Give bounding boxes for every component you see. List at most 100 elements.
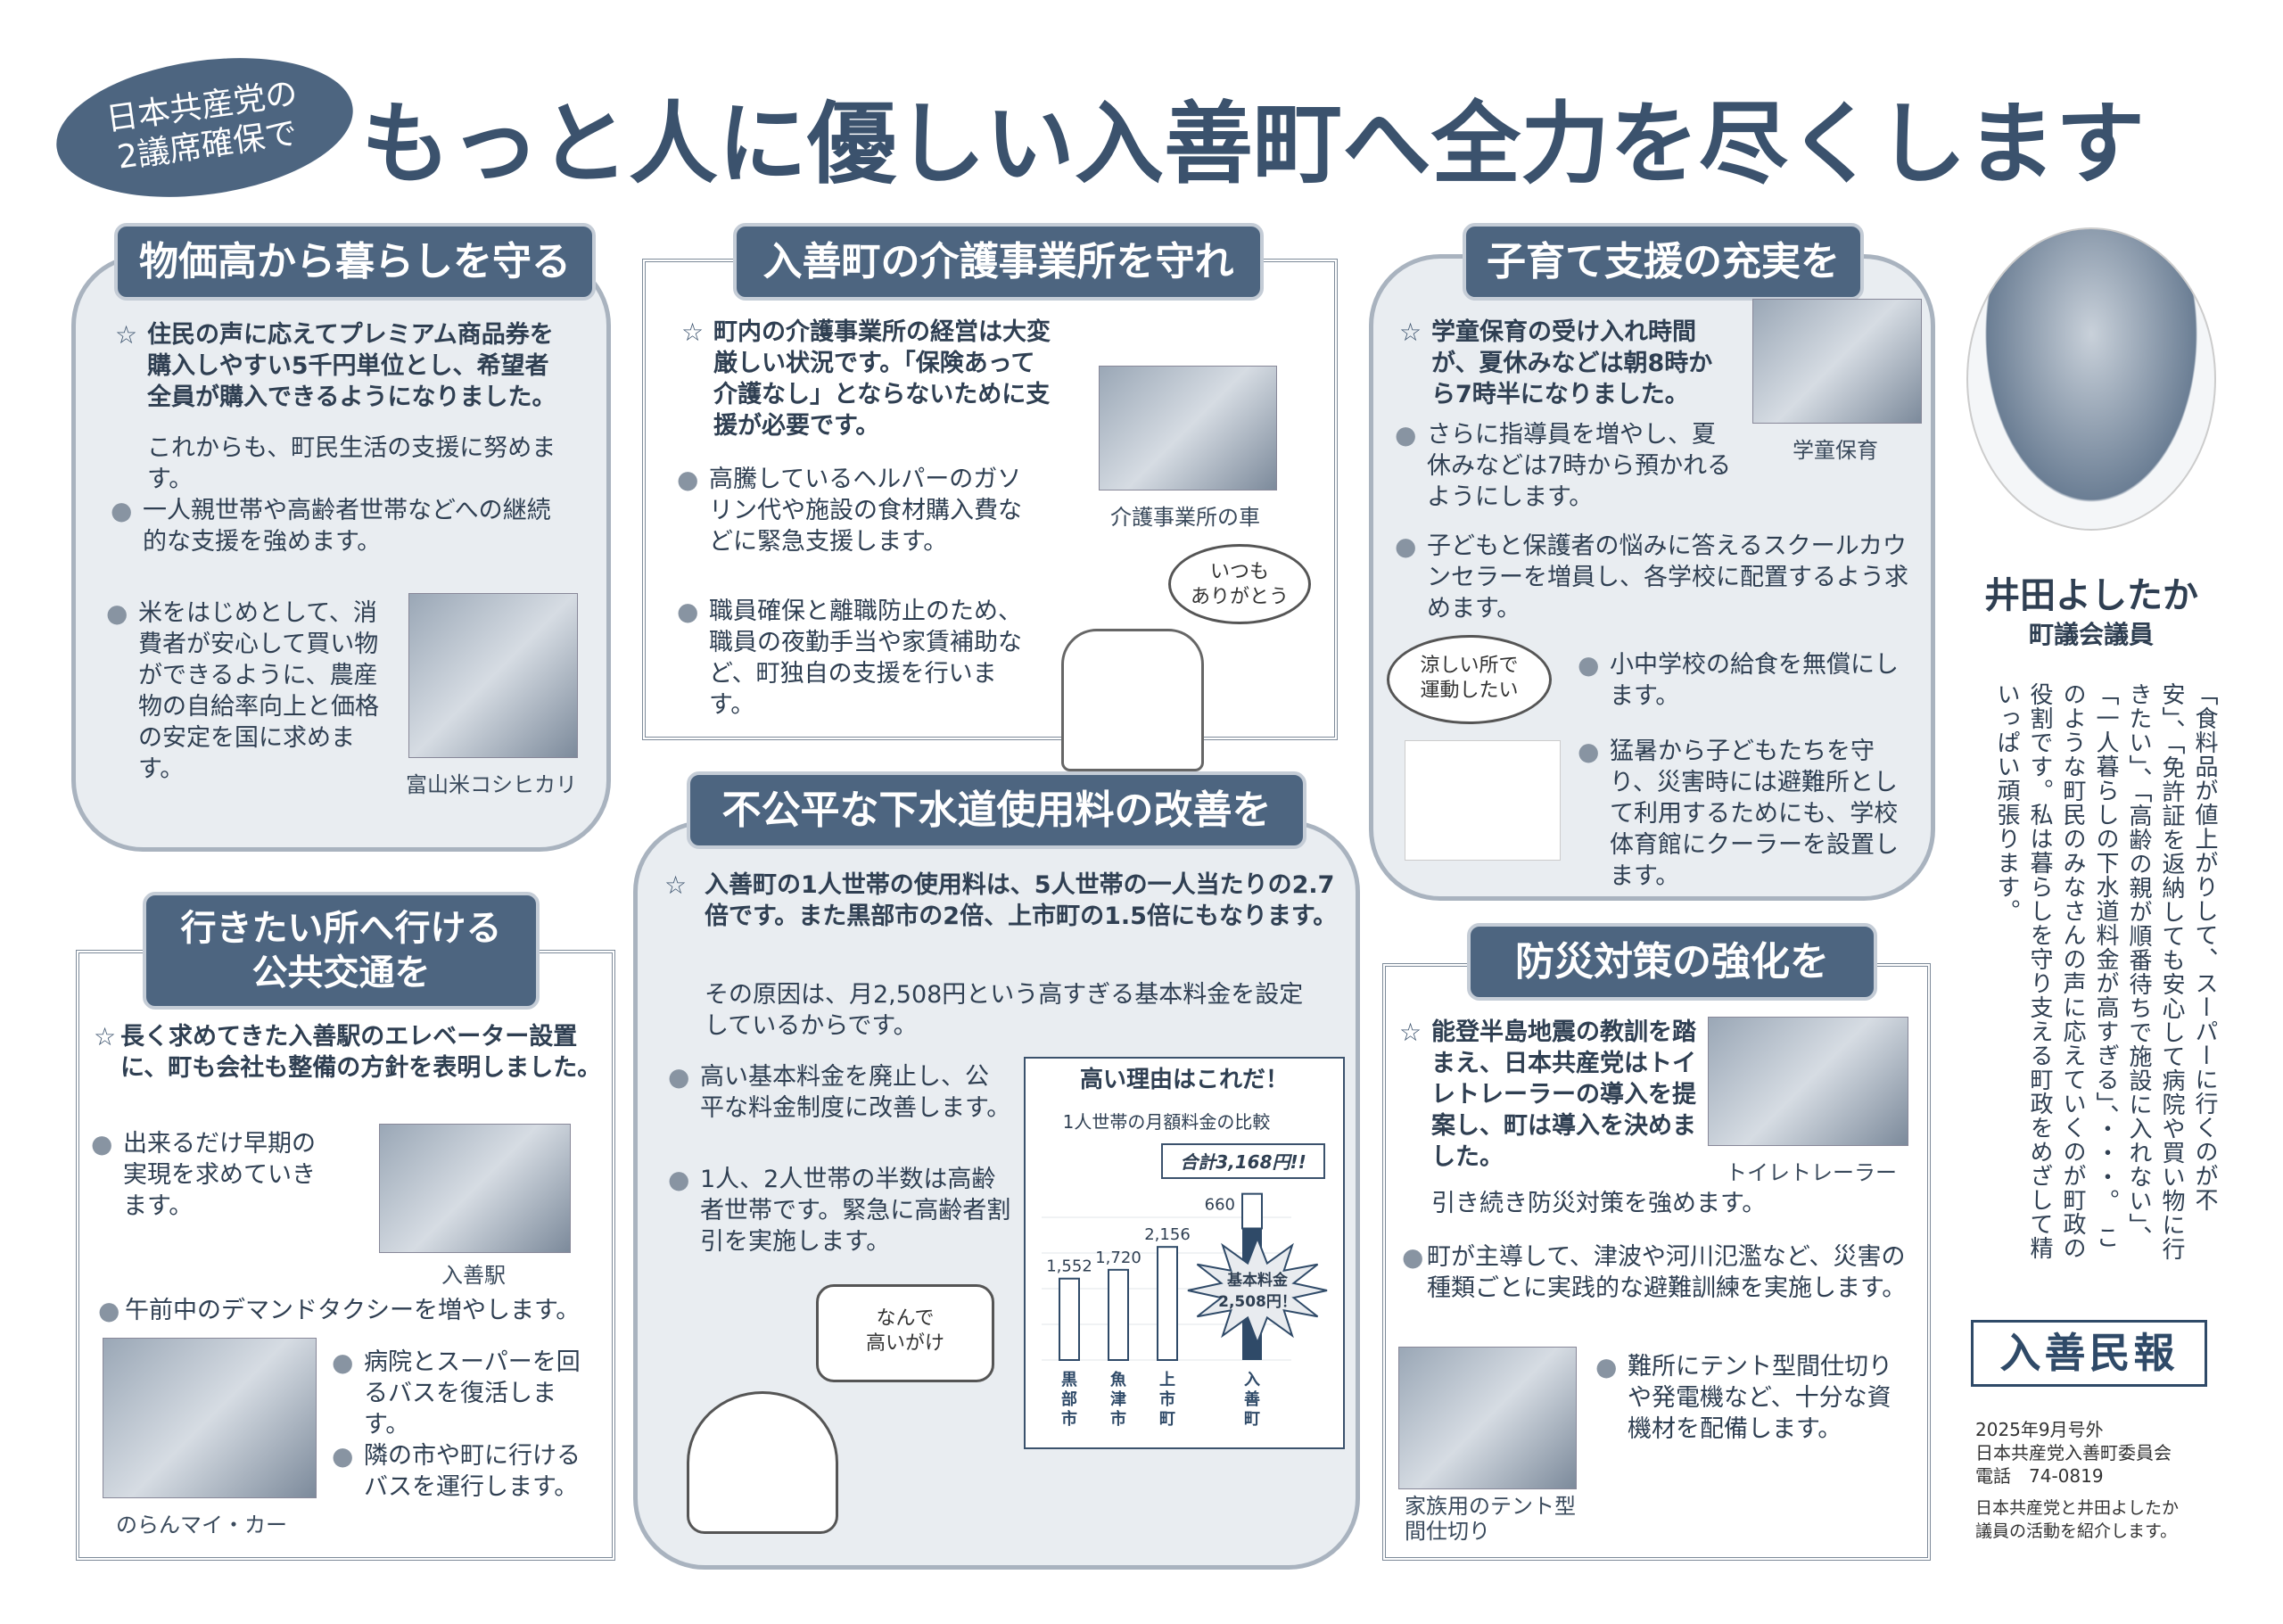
- care-item-1: ☆町内の介護事業所の経営は大変厳しい状況です。「保険あって介護なし」とならないた…: [681, 317, 1051, 440]
- bus-caption: のらんマイ・カー: [116, 1513, 287, 1537]
- total-box: [1161, 1143, 1325, 1179]
- transit-item-2: ●出来るだけ早期の実現を求めていきます。: [91, 1129, 316, 1220]
- publisher: 日本共産党入善町委員会: [1975, 1442, 2172, 1463]
- category-label: 入: [1244, 1371, 1260, 1389]
- transit-item-4: ●病院とスーパーを回るバスを復活します。: [332, 1348, 581, 1439]
- child-item-2: ●さらに指導員を増やし、夏休みなどは7時から預かれるようにします。: [1395, 420, 1732, 511]
- page-title: もっと人に優しい入善町へ全力を尽くします: [361, 92, 2145, 196]
- care-car-caption: 介護事業所の車: [1110, 505, 1260, 530]
- tent-photo: [1398, 1347, 1577, 1489]
- category-label: 部: [1061, 1389, 1077, 1409]
- star-icon: ☆: [664, 870, 688, 900]
- category-label: 善: [1244, 1389, 1260, 1409]
- bullet-icon: ●: [668, 1062, 690, 1092]
- category-label: 津: [1110, 1389, 1126, 1409]
- bar-value-label: 2,156: [1144, 1225, 1191, 1244]
- thanks-bubble: いつも ありがとう: [1168, 544, 1311, 624]
- issue-date: 2025年9月号外: [1975, 1419, 2104, 1440]
- children-illustration: [1405, 740, 1561, 861]
- bus-photo: [103, 1338, 317, 1498]
- disaster-item-3: ●町が主導して、津波や河川氾濫など、災害の種類ごとに実践的な避難訓練を実施します…: [1402, 1242, 1907, 1302]
- transit-heading: 行きたい所へ行ける 公共交通を: [143, 892, 540, 1010]
- rice-photo: [408, 593, 578, 758]
- burst-shape: [1187, 1235, 1328, 1346]
- category-label: 上: [1159, 1371, 1175, 1389]
- badge-text: 日本共産党の 2議席確保で: [103, 75, 301, 177]
- afterschool-caption: 学童保育: [1793, 438, 1878, 463]
- care-item-2: ●高騰しているヘルパーのガソリン代や施設の食材購入費などに緊急支援します。: [677, 465, 1022, 556]
- trailer-photo: [1708, 1017, 1908, 1146]
- bullet-icon: ●: [106, 598, 128, 628]
- transit-item-5: ●隣の市や町に行けるバスを運行します。: [332, 1441, 581, 1501]
- bullet-icon: ●: [332, 1348, 354, 1377]
- bar-usage-fee: [1241, 1192, 1263, 1230]
- newsletter-logo: 入善民報: [1971, 1320, 2207, 1387]
- sewer-heading: 不公平な下水道使用料の改善を: [687, 771, 1306, 849]
- total-label: 合計3,168円!!: [1180, 1151, 1306, 1173]
- prices-heading: 物価高から暮らしを守る: [114, 223, 596, 301]
- tent-caption: 家族用のテント型 間仕切り: [1405, 1494, 1576, 1544]
- category-label: 市: [1061, 1409, 1077, 1429]
- care-car-photo: [1099, 366, 1277, 490]
- why-bubble: なんで 高いがけ: [816, 1284, 994, 1382]
- station-photo: [379, 1124, 571, 1253]
- child-item-5: ●猛暑から子どもたちを守り、災害時には避難所として利用するためにも、学校体育館に…: [1578, 737, 1899, 890]
- candidate-photo: [1966, 227, 2216, 531]
- bullet-icon: ●: [677, 465, 699, 494]
- transit-item-3: ●午前中のデマンドタクシーを増やします。: [98, 1296, 581, 1325]
- star-icon: ☆: [681, 317, 705, 347]
- caregiver-illustration: [1061, 629, 1204, 771]
- category-label: 黒: [1061, 1371, 1077, 1389]
- burst-label: 基本料金: [1226, 1271, 1289, 1290]
- bullet-icon: ●: [1578, 650, 1600, 680]
- bullet-icon: ●: [1395, 420, 1417, 449]
- star-icon: ☆: [94, 1022, 117, 1051]
- care-panel: [642, 259, 1338, 740]
- disaster-item-1: ☆能登半島地震の教訓を踏まえ、日本共産党はトイレトレーラーの導入を提案し、町は導…: [1399, 1018, 1696, 1171]
- prices-item-2: これからも、町民生活の支援に努めます。: [147, 434, 556, 493]
- bullet-icon: ●: [668, 1165, 690, 1194]
- category-label: 魚: [1110, 1370, 1126, 1389]
- bullet-icon: ●: [91, 1129, 113, 1158]
- rice-caption: 富山米コシヒカリ: [406, 772, 577, 797]
- bullet-icon: ●: [332, 1441, 354, 1471]
- star-icon: ☆: [1399, 317, 1422, 347]
- bar-value-label: 1,720: [1095, 1249, 1142, 1267]
- care-heading: 入善町の介護事業所を守れ: [733, 223, 1264, 301]
- bar-value-label: 1,552: [1046, 1257, 1092, 1276]
- chart-subtitle: 1人世帯の月額料金の比較: [1063, 1111, 1271, 1133]
- child-item-1: ☆学童保育の受け入れ時間が、夏休みなどは朝8時から7時半になりました。: [1399, 317, 1713, 408]
- bullet-icon: ●: [1395, 532, 1417, 561]
- care-item-3: ●職員確保と離職防止のため、職員の夜勤手当や家賃補助など、町独自の支援を行います…: [677, 597, 1022, 719]
- bullet-icon: ●: [1402, 1242, 1424, 1272]
- chart-title: 高い理由はこれだ！: [1080, 1066, 1289, 1093]
- category-label: 市: [1159, 1389, 1175, 1409]
- category-label: 市: [1110, 1409, 1126, 1429]
- burst-value: 2,508円！: [1218, 1293, 1297, 1311]
- candidate-role: 町議会議員: [2028, 620, 2154, 649]
- afterschool-photo: [1752, 299, 1922, 424]
- child-item-3: ●子どもと保護者の悩みに答えるスクールカウンセラーを増員し、各学校に配置するよう…: [1395, 532, 1908, 622]
- trailer-caption: トイレトレーラー: [1726, 1160, 1897, 1185]
- bar-value-label: 660: [1205, 1196, 1235, 1215]
- category-label: 町: [1244, 1410, 1260, 1429]
- disaster-item-4: ●難所にテント型間仕切りや発電機など、十分な資機材を配備します。: [1595, 1352, 1892, 1443]
- child-item-4: ●小中学校の給食を無償にします。: [1578, 650, 1899, 710]
- party-badge: 日本共産党の 2議席確保で: [47, 40, 362, 215]
- cool-bubble: 涼しい所で 運動したい: [1387, 635, 1552, 724]
- footer-note: 日本共産党と井田よしたか 議員の活動を紹介します。: [1975, 1498, 2180, 1541]
- child-heading: 子育て支援の充実を: [1463, 223, 1864, 301]
- bullet-icon: ●: [98, 1296, 120, 1325]
- prices-item-3: ●一人親世帯や高齢者世帯などへの継続的な支援を強めます。: [111, 496, 551, 556]
- bullet-icon: ●: [1595, 1352, 1618, 1381]
- bullet-icon: ●: [1578, 737, 1600, 766]
- bar-usage-fee: [1108, 1268, 1129, 1361]
- prices-item-4: ●米をはじめとして、消費者が安心して買い物ができるように、農産物の自給率向上と価…: [106, 598, 379, 783]
- sewer-fee-chart: 高い理由はこれだ！ 1人世帯の月額料金の比較 合計3,168円!! 1,552 黒…: [1024, 1057, 1345, 1449]
- sewer-item-3: ●高い基本料金を廃止し、公平な料金制度に改善します。: [668, 1062, 1011, 1122]
- station-caption: 入善駅: [441, 1263, 506, 1288]
- issue-info: 2025年9月号外 日本共産党入善町委員会 電話 74-0819 日本共産党と井…: [1975, 1418, 2179, 1543]
- sewer-item-1: ☆入善町の1人世帯の使用料は、5人世帯の一人当たりの2.7倍です。また黒部市の2…: [664, 870, 1338, 930]
- grandmother-illustration: [687, 1391, 838, 1534]
- bar-usage-fee: [1059, 1277, 1080, 1362]
